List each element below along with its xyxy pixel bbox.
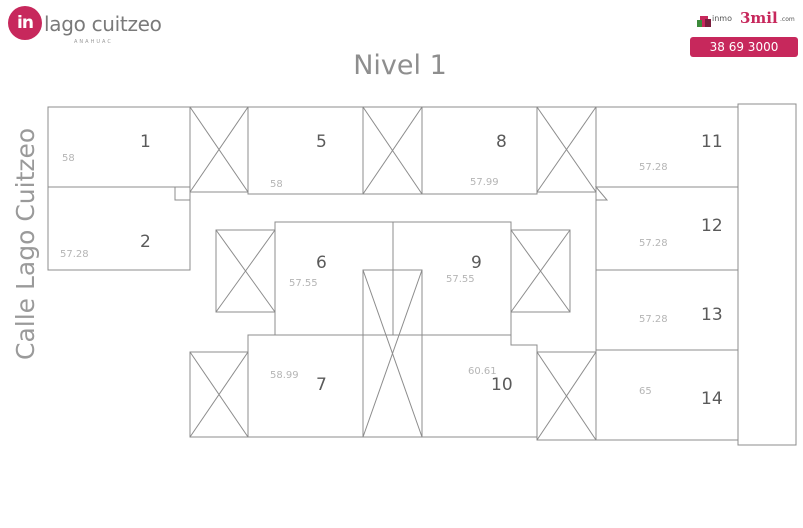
unit-10-outline[interactable] xyxy=(421,334,538,438)
unit-number: 13 xyxy=(701,305,723,325)
unit-number: 8 xyxy=(496,132,507,152)
void-g xyxy=(189,351,249,438)
unit-1-outline[interactable] xyxy=(47,106,191,188)
unit-5-outline[interactable] xyxy=(247,106,364,195)
brand-name: lago cuitzeo xyxy=(44,12,162,36)
level-title: Nivel 1 xyxy=(353,50,447,81)
unit-area: 57.28 xyxy=(639,162,668,173)
unit-area: 57.55 xyxy=(446,274,475,285)
unit-area: 57.28 xyxy=(639,238,668,249)
agency-prefix: inmo xyxy=(712,14,732,23)
void-f xyxy=(362,269,423,438)
unit-number: 12 xyxy=(701,216,723,236)
void-h xyxy=(536,351,597,441)
unit-area: 57.99 xyxy=(470,177,499,188)
unit-number: 10 xyxy=(491,375,513,395)
void-a xyxy=(189,106,249,193)
unit-number: 1 xyxy=(140,132,151,152)
service-strip xyxy=(737,103,797,446)
unit-area: 57.55 xyxy=(289,278,318,289)
unit-area: 58 xyxy=(270,179,283,190)
unit-area: 58 xyxy=(62,153,75,164)
brand-subtitle: ANAHUAC xyxy=(74,39,113,45)
unit-number: 11 xyxy=(701,132,723,152)
unit-area: 65 xyxy=(639,386,652,397)
unit-number: 7 xyxy=(316,375,327,395)
unit-number: 6 xyxy=(316,253,327,273)
unit-area: 58.99 xyxy=(270,370,299,381)
void-b xyxy=(362,106,423,195)
unit-area: 57.28 xyxy=(60,249,89,260)
unit-area: 60.61 xyxy=(468,366,497,377)
void-e xyxy=(510,229,571,313)
unit-7-outline[interactable] xyxy=(247,334,364,438)
unit-number: 14 xyxy=(701,389,723,409)
void-d xyxy=(215,229,276,313)
agency-name: 3mil xyxy=(740,9,778,27)
unit-number: 9 xyxy=(471,253,482,273)
unit-number: 5 xyxy=(316,132,327,152)
house-icon xyxy=(697,16,711,27)
brand-mark: in xyxy=(8,6,42,40)
void-c xyxy=(536,106,597,193)
unit-number: 2 xyxy=(140,232,151,252)
agency-logo: inmo 3mil .com xyxy=(696,9,796,32)
unit-area: 57.28 xyxy=(639,314,668,325)
agency-suffix: .com xyxy=(780,16,795,23)
phone-button[interactable]: 38 69 3000 xyxy=(690,37,798,57)
